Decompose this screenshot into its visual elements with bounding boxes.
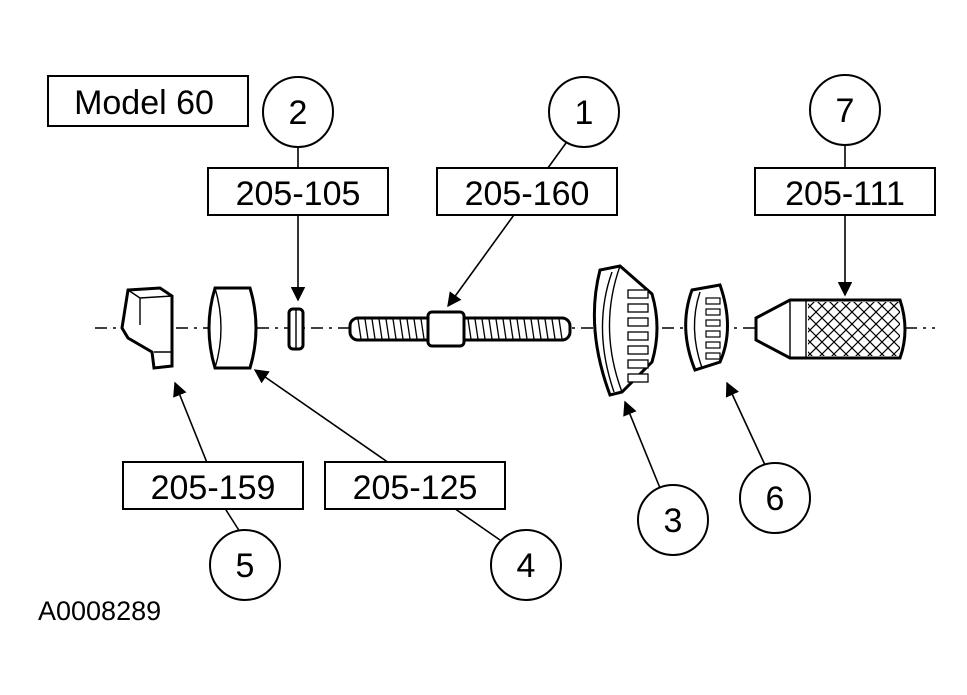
roller-detail <box>627 345 649 355</box>
detail-line <box>509 318 514 340</box>
svg-text:4: 4 <box>517 547 536 585</box>
callout-circle-5: 5 <box>209 529 281 601</box>
model-label: Model 60 <box>47 75 249 127</box>
detail-line <box>544 318 549 340</box>
detail-line <box>523 318 528 340</box>
leader-3 <box>623 400 661 489</box>
svg-text:205-105: 205-105 <box>236 175 361 213</box>
detail-line <box>516 318 521 340</box>
detail-line <box>406 318 411 340</box>
roller-detail <box>627 359 649 369</box>
svg-text:205-160: 205-160 <box>465 175 590 213</box>
detail-line <box>378 318 383 340</box>
callout-circle-3: 3 <box>637 484 709 556</box>
detail-line <box>495 318 500 340</box>
roller-detail <box>705 352 721 360</box>
detail-line <box>488 318 493 340</box>
svg-text:3: 3 <box>664 502 683 540</box>
roller-detail <box>627 303 649 313</box>
part-number-box-5: 205-159 <box>122 461 304 510</box>
callout-circle-4: 4 <box>490 529 562 601</box>
leader-4 <box>253 369 501 541</box>
leader-5-bottom <box>225 509 241 533</box>
detail-line <box>399 318 404 340</box>
roller-detail <box>705 330 721 338</box>
svg-text:205-125: 205-125 <box>353 469 478 507</box>
detail-line <box>371 318 376 340</box>
detail-line <box>558 318 563 340</box>
part-number-box-7: 205-111 <box>754 167 936 216</box>
leader-6 <box>725 381 766 466</box>
roller-detail <box>627 373 649 383</box>
svg-text:6: 6 <box>766 480 785 518</box>
detail-line <box>474 318 479 340</box>
part-6-bearing-cone <box>684 283 729 372</box>
detail-line <box>357 318 362 340</box>
part-number-box-1: 205-160 <box>436 167 618 216</box>
detail-line <box>467 318 472 340</box>
roller-detail <box>627 317 649 327</box>
part-2-washer <box>287 307 305 351</box>
svg-text:7: 7 <box>836 92 855 130</box>
detail-line <box>392 318 397 340</box>
detail-line <box>420 318 425 340</box>
svg-text:2: 2 <box>289 94 308 132</box>
svg-text:205-159: 205-159 <box>151 469 276 507</box>
part-number-box-2: 205-105 <box>207 167 389 216</box>
svg-text:Model 60: Model 60 <box>74 84 214 122</box>
roller-detail <box>627 331 649 341</box>
part-7-knurled-handle <box>754 298 907 360</box>
part-1-shaft <box>348 310 572 348</box>
part-5-housing <box>120 286 174 370</box>
callout-circle-2: 2 <box>262 76 334 148</box>
detail-line <box>413 318 418 340</box>
detail-line <box>481 318 486 340</box>
detail-line <box>364 318 369 340</box>
callout-circle-1: 1 <box>548 76 620 148</box>
svg-text:5: 5 <box>236 547 255 585</box>
roller-detail <box>705 341 721 349</box>
detail-line <box>385 318 390 340</box>
callout-circle-7: 7 <box>809 74 881 146</box>
svg-text:1: 1 <box>575 94 594 132</box>
roller-detail <box>705 308 721 316</box>
detail-line <box>551 318 556 340</box>
roller-detail <box>627 289 649 299</box>
part-number-box-4: 205-125 <box>324 461 506 510</box>
svg-text:205-111: 205-111 <box>785 175 905 213</box>
detail-line <box>502 318 507 340</box>
callout-circle-6: 6 <box>739 462 811 534</box>
part-4-cylinder <box>207 286 258 370</box>
figure-id: A0008289 <box>38 596 161 626</box>
detail-line <box>537 318 542 340</box>
part-3-bearing-cone <box>592 264 659 397</box>
detail-line <box>530 318 535 340</box>
roller-detail <box>705 297 721 305</box>
roller-detail <box>705 319 721 327</box>
